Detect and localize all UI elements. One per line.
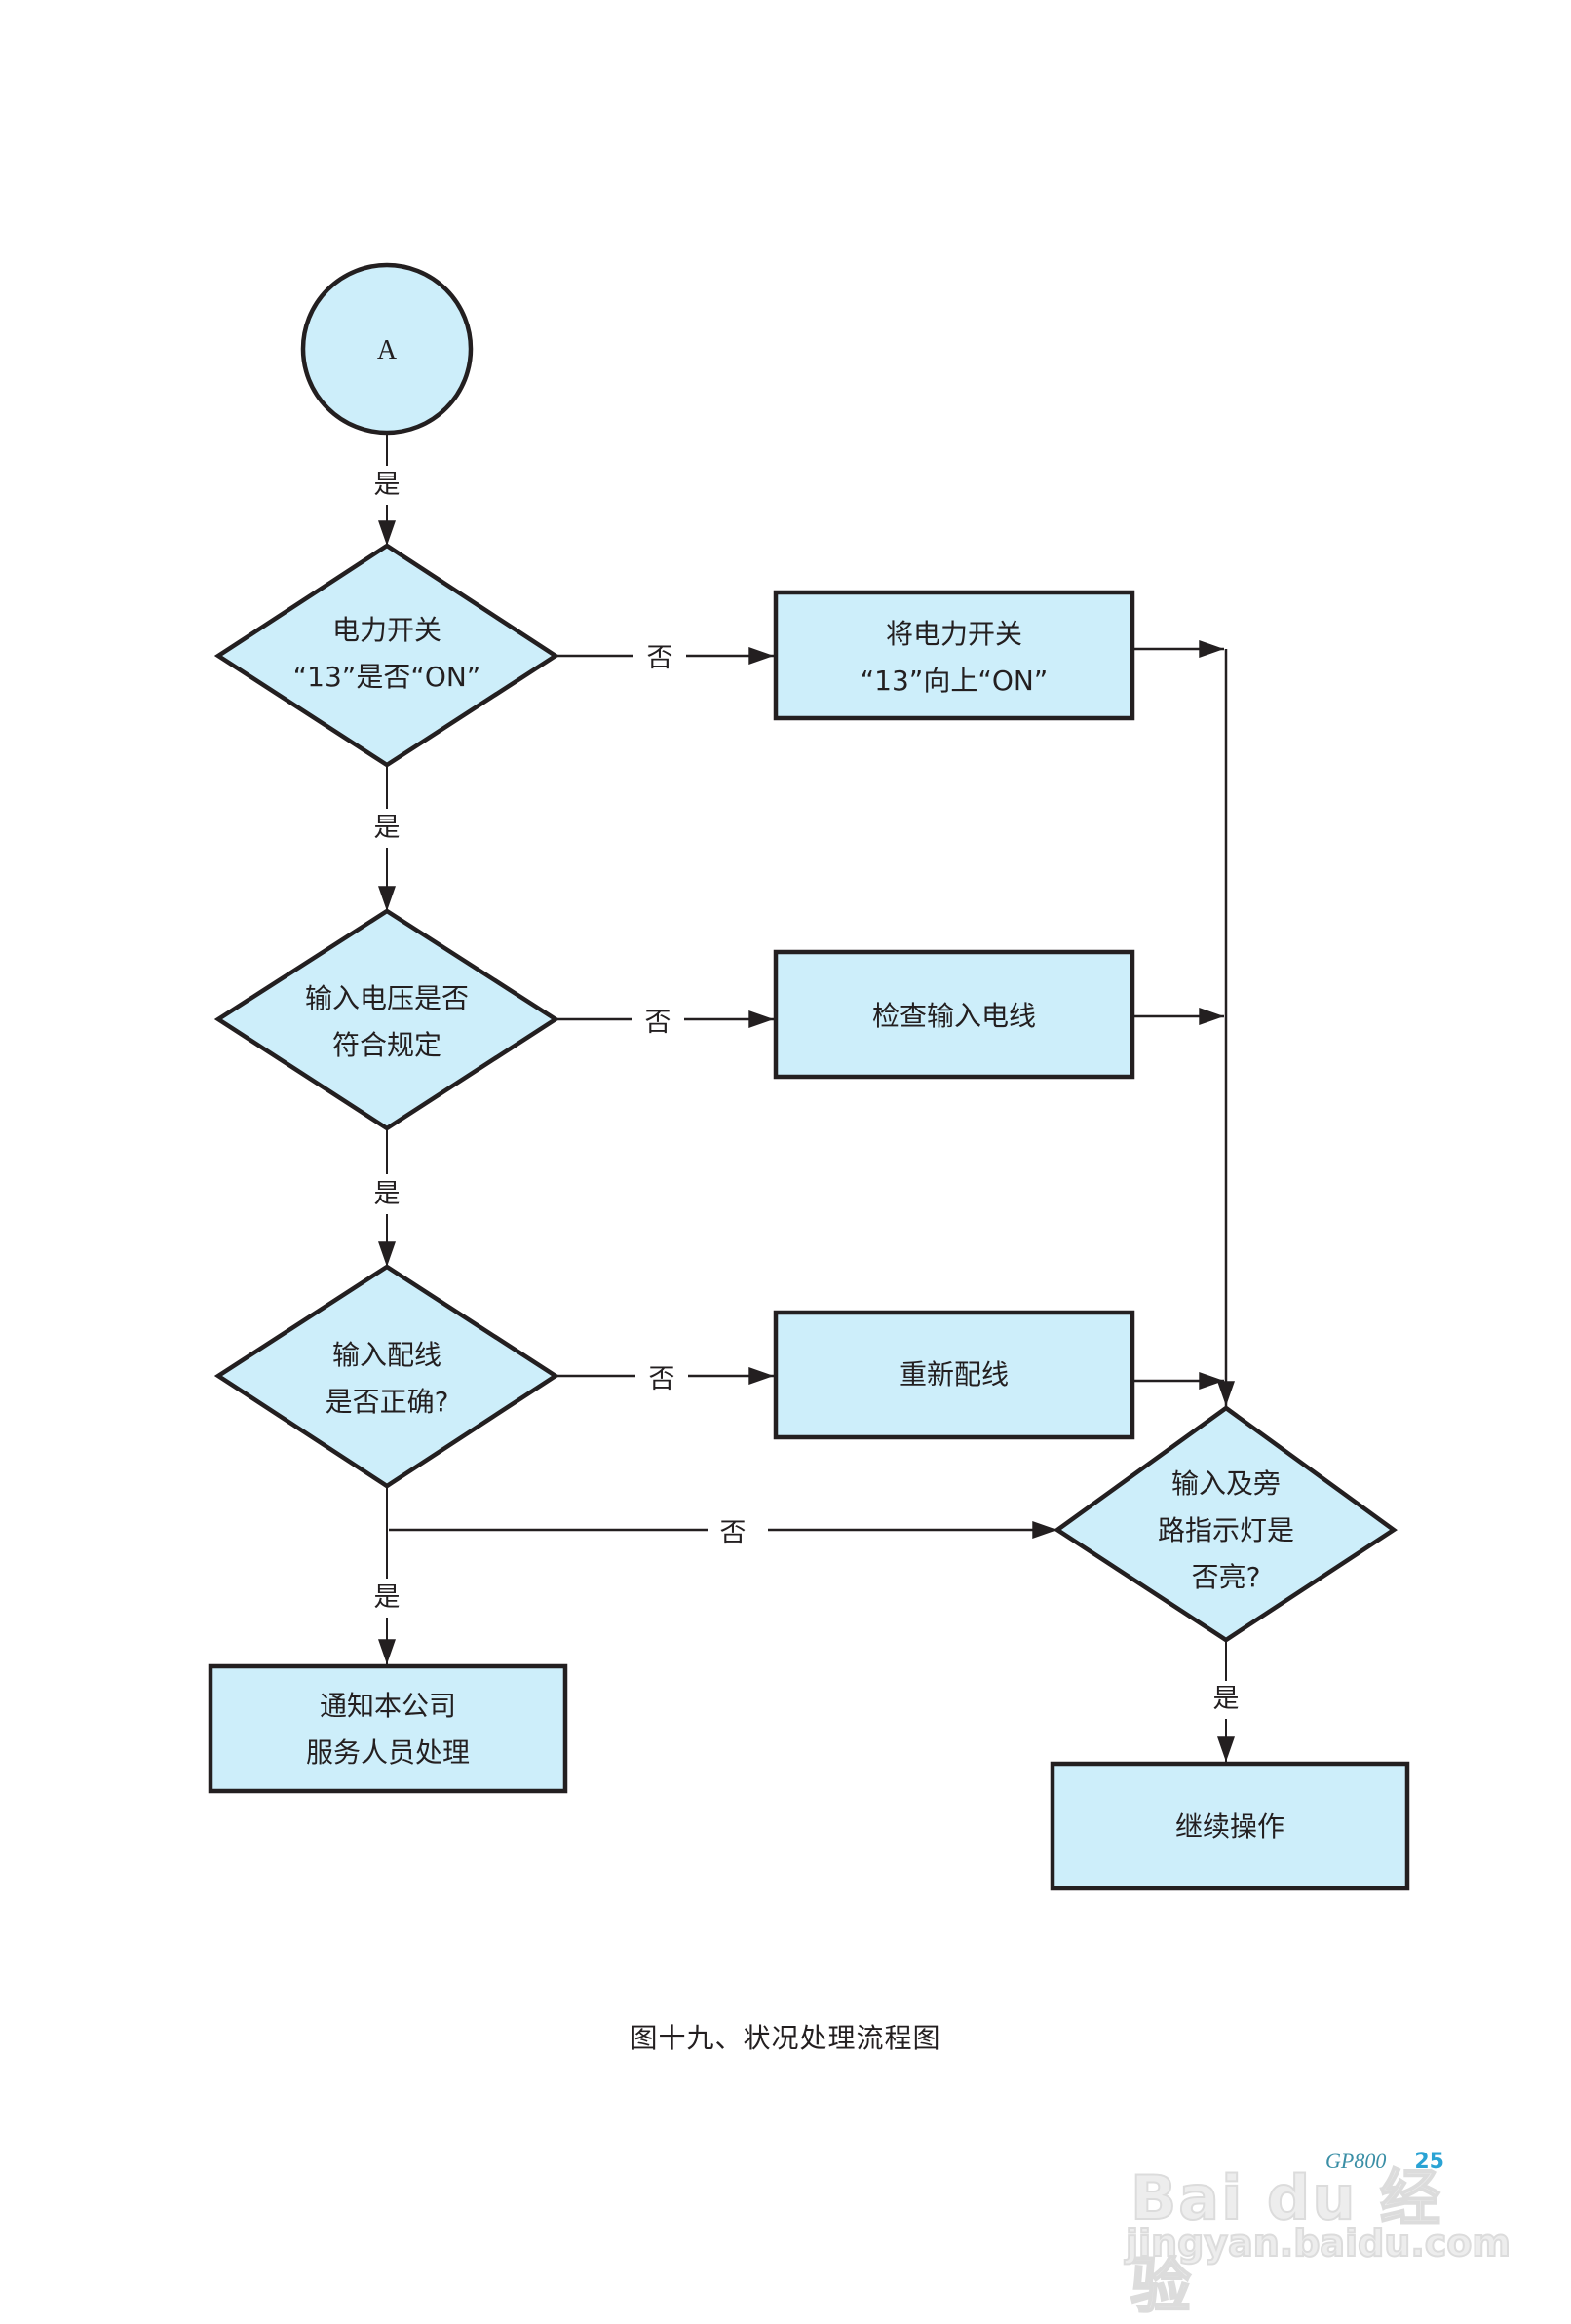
figure-caption: 图十九、状况处理流程图	[630, 2022, 941, 2054]
watermark: Bai du 经验 jingyan.baidu.com	[1121, 2124, 1512, 2322]
action-continue-label: 继续操作	[1175, 1810, 1284, 1843]
watermark-logo: Bai du 经验	[1130, 2161, 1443, 2322]
edge-power-no: 否	[556, 643, 774, 673]
action-rewire-label: 重新配线	[900, 1358, 1009, 1391]
edge-wiring-yes: 是	[374, 1582, 401, 1664]
edge-lamp-yes: 是	[1213, 1640, 1240, 1762]
edge-start-to-power: 是	[374, 433, 401, 546]
node-action-check-wire: 检查输入电线	[773, 949, 1135, 1080]
decision-lamp-line2: 路指示灯是	[1158, 1514, 1294, 1546]
watermark-url: jingyan.baidu.com	[1125, 2221, 1512, 2266]
decision-lamp-line3: 否亮?	[1192, 1561, 1261, 1593]
edge-label-no: 否	[645, 1008, 671, 1038]
edge-voltage-no: 否	[556, 1008, 774, 1038]
edge-power-yes: 是	[374, 765, 401, 911]
action-notify-line2: 服务人员处理	[306, 1736, 470, 1769]
edge-voltage-yes: 是	[374, 1128, 401, 1267]
edge-label-yes: 是	[374, 1582, 401, 1613]
node-action-notify: 通知本公司 服务人员处理	[208, 1663, 568, 1794]
edge-label-no: 否	[720, 1518, 747, 1548]
edge-label-yes: 是	[374, 1179, 401, 1209]
node-decision-wiring: 输入配线 是否正确?	[213, 1264, 560, 1489]
page-footer: GP800 25	[1325, 2149, 1444, 2174]
decision-power-line1: 电力开关	[332, 614, 441, 646]
edge-label-yes: 是	[1213, 1684, 1240, 1714]
action-check-wire-label: 检查输入电线	[872, 1000, 1036, 1032]
edge-label-no: 否	[647, 643, 673, 673]
edge-label-yes: 是	[374, 470, 401, 500]
edge-label-yes: 是	[374, 813, 401, 843]
decision-voltage-line2: 符合规定	[332, 1029, 441, 1061]
node-start: A	[300, 262, 474, 436]
decision-wiring-line1: 输入配线	[332, 1339, 441, 1371]
action-notify-line1: 通知本公司	[320, 1690, 456, 1722]
node-decision-lamp: 输入及旁 路指示灯是 否亮?	[1054, 1405, 1398, 1643]
decision-power-line2: “13”是否“ON”	[293, 661, 481, 693]
series-name: GP800	[1325, 2149, 1387, 2173]
node-decision-voltage: 输入电压是否 符合规定	[213, 908, 560, 1131]
edge-wiring-no: 否	[556, 1364, 774, 1394]
action-power-line1: 将电力开关	[886, 618, 1022, 650]
page-number: 25	[1414, 2150, 1444, 2174]
action-power-line2: “13”向上“ON”	[861, 665, 1049, 697]
edge-wiring-to-lamp: 否	[386, 1486, 1057, 1579]
decision-voltage-line1: 输入电压是否	[305, 982, 469, 1014]
edge-label-no: 否	[649, 1364, 675, 1394]
start-label: A	[377, 335, 398, 365]
decision-lamp-line1: 输入及旁	[1171, 1467, 1281, 1500]
node-decision-power: 电力开关 “13”是否“ON”	[213, 543, 560, 768]
node-action-rewire: 重新配线	[773, 1310, 1135, 1440]
decision-wiring-line2: 是否正确?	[326, 1386, 449, 1418]
node-action-power: 将电力开关 “13”向上“ON”	[773, 590, 1135, 721]
node-action-continue: 继续操作	[1050, 1761, 1410, 1891]
